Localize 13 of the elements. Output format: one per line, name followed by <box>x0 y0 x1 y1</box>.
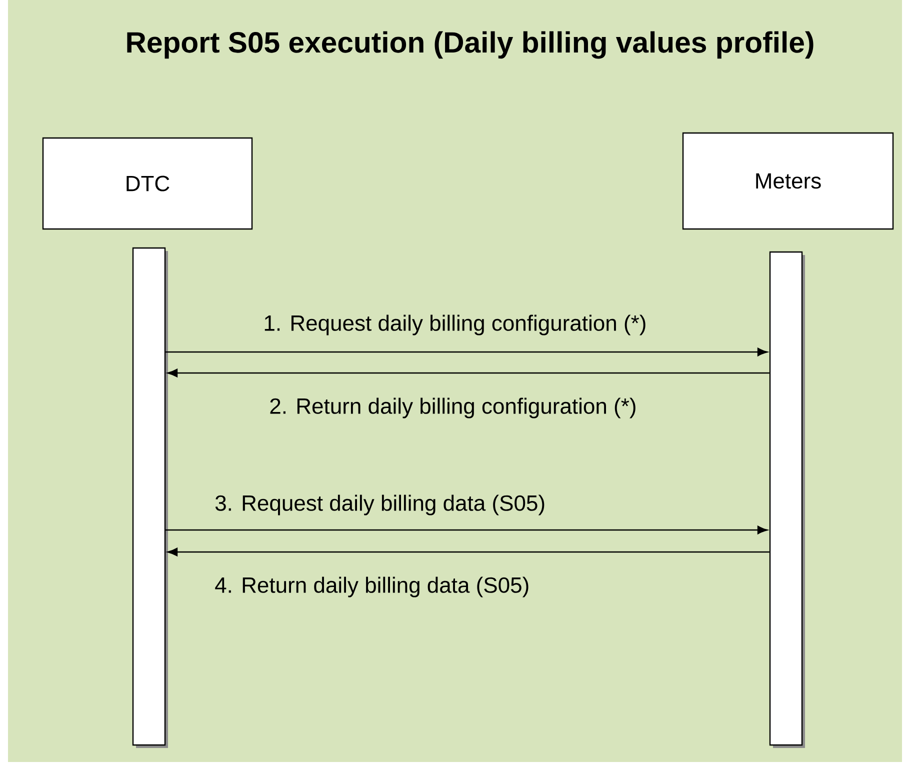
arrow <box>166 348 768 356</box>
edge-label: 2. Return daily billing configuration (*) <box>270 398 636 418</box>
edge-label: 4. Return daily billing data (S05) <box>215 576 528 598</box>
participant-box: Meters <box>682 132 894 230</box>
title: Report S05 execution (Daily billing values profile) <box>127 31 814 59</box>
edge-label: 3. Request daily billing data (S05) <box>215 494 544 516</box>
edge-label: 1. Request daily billing configuration (*) <box>264 314 646 336</box>
arrow <box>167 548 770 556</box>
participant-box: DTC <box>42 137 253 230</box>
arrow <box>166 526 768 534</box>
lifeline-bar <box>769 251 805 748</box>
lifeline-bar <box>132 247 168 748</box>
arrow <box>167 368 770 378</box>
